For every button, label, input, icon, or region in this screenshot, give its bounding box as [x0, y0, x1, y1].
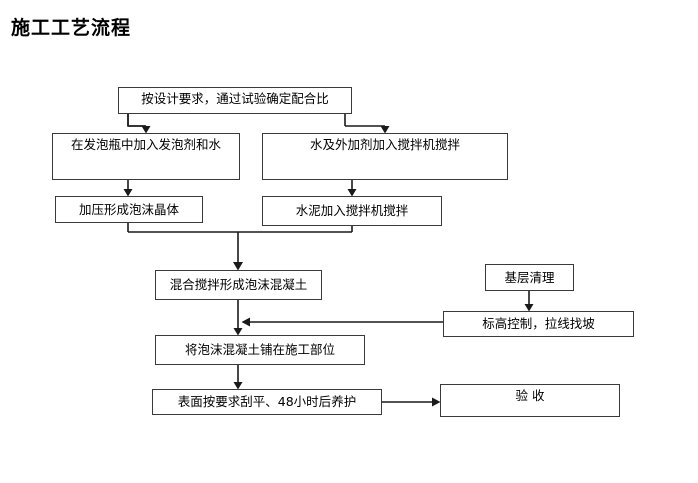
node-label: 验 收: [515, 388, 545, 403]
node-label: 将泡沫混凝土铺在施工部位: [184, 342, 335, 358]
node-label: 基层清理: [504, 269, 555, 285]
node-label: 表面按要求刮平、48小时后养护: [177, 394, 357, 410]
node-mix-ratio[interactable]: 按设计要求，通过试验确定配合比: [118, 87, 352, 114]
edge-spread-to-curing: [233, 365, 243, 390]
edge-elevation-to-spread: [241, 317, 443, 327]
node-label: 标高控制，拉线找坡: [482, 316, 595, 332]
node-elevation-slope[interactable]: 标高控制，拉线找坡: [443, 311, 634, 337]
node-foam-concrete[interactable]: 混合搅拌形成泡沫混凝土: [155, 270, 322, 300]
node-cement-mixer[interactable]: 水泥加入搅拌机搅拌: [262, 196, 442, 226]
edge-mixratio-to-foambottle: [127, 114, 151, 134]
edge-merge-to-foamconcrete: [127, 223, 353, 271]
node-label: 水及外加剂加入搅拌机搅拌: [309, 137, 460, 152]
node-label: 混合搅拌形成泡沫混凝土: [169, 277, 308, 293]
edge-curing-to-acceptance: [382, 397, 441, 407]
edge-foamconcrete-to-spread: [233, 300, 243, 336]
node-label: 水泥加入搅拌机搅拌: [295, 203, 409, 219]
node-foam-bottle[interactable]: 在发泡瓶中加入发泡剂和水: [52, 133, 240, 180]
edge-mixratio-to-wateradmixture: [344, 114, 390, 134]
edge-basecleaning-to-elevation: [524, 291, 534, 312]
page-title: 施工工艺流程: [11, 17, 132, 39]
node-surface-curing[interactable]: 表面按要求刮平、48小时后养护: [152, 389, 382, 415]
node-water-admixture[interactable]: 水及外加剂加入搅拌机搅拌: [262, 133, 508, 180]
node-label: 按设计要求，通过试验确定配合比: [141, 91, 329, 106]
node-label: 在发泡瓶中加入发泡剂和水: [70, 137, 221, 152]
node-pressurize-foam[interactable]: 加压形成泡沫晶体: [55, 196, 203, 223]
node-base-cleaning[interactable]: 基层清理: [485, 264, 574, 291]
edge-wateradmixture-to-cementmixer: [347, 180, 357, 197]
node-spread-concrete[interactable]: 将泡沫混凝土铺在施工部位: [155, 335, 365, 365]
node-label: 加压形成泡沫晶体: [78, 201, 179, 217]
node-acceptance[interactable]: 验 收: [440, 384, 620, 417]
edge-foambottle-to-pressurize: [123, 180, 133, 197]
